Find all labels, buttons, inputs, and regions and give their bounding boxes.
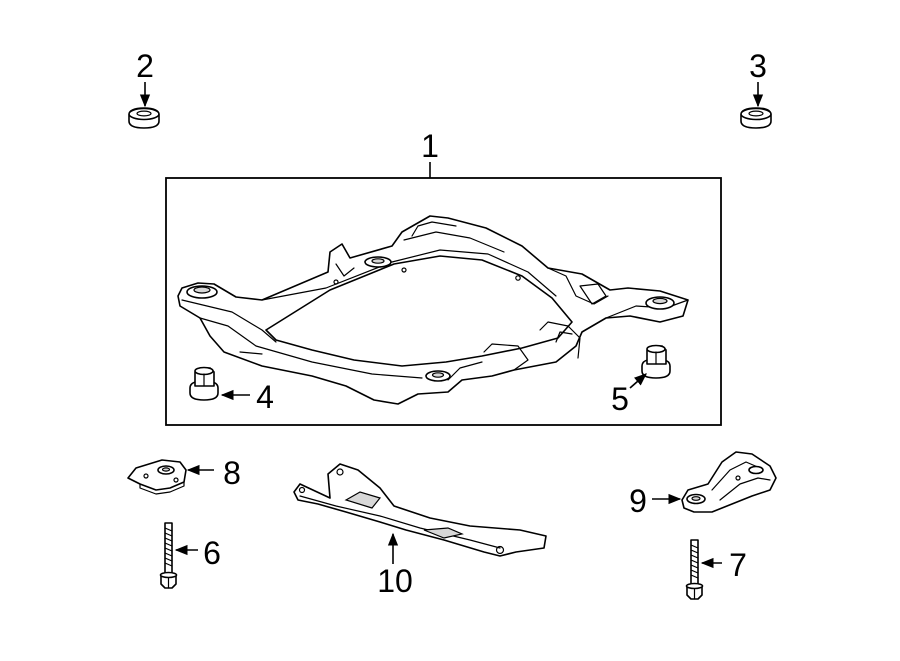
callout-3: 3 [749, 48, 767, 84]
callout-9: 9 [629, 483, 647, 519]
part-10-brace[interactable] [293, 463, 547, 557]
callout-10: 10 [377, 563, 413, 599]
part-2-insulator[interactable] [128, 107, 160, 129]
part-7-bolt[interactable] [685, 539, 704, 600]
callout-8: 8 [223, 455, 241, 491]
callout-4: 4 [256, 379, 274, 415]
part-9-bracket[interactable] [681, 451, 777, 513]
part-1-engine-cradle[interactable] [177, 215, 689, 405]
part-3-insulator[interactable] [740, 107, 772, 129]
frame-box [165, 177, 722, 426]
callout-1: 1 [421, 128, 439, 164]
part-8-bracket[interactable] [127, 459, 187, 495]
callout-6: 6 [203, 535, 221, 571]
leader-5 [629, 373, 647, 389]
callout-5: 5 [611, 381, 629, 417]
callout-2: 2 [136, 48, 154, 84]
part-4-nut[interactable] [189, 366, 219, 401]
part-5-nut[interactable] [641, 344, 671, 379]
part-6-bolt[interactable] [159, 522, 178, 589]
callout-7: 7 [729, 547, 747, 583]
